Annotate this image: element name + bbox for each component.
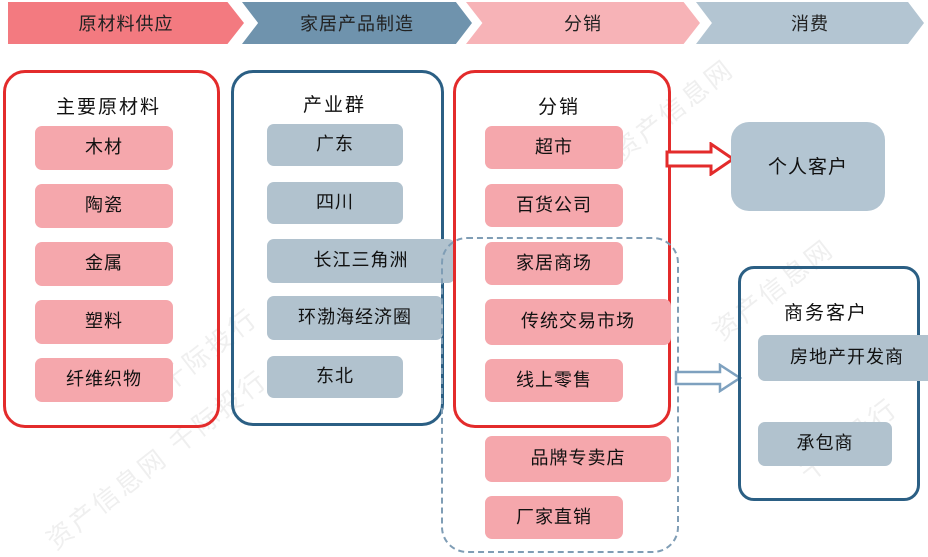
distribution-item: 超市 — [485, 126, 623, 169]
raw-material-item: 金属 — [35, 242, 173, 286]
business-customer-item: 承包商 — [758, 422, 892, 466]
distribution-item: 传统交易市场 — [485, 299, 671, 345]
chain-step-label: 消费 — [791, 14, 829, 35]
distribution-item: 线上零售 — [485, 359, 623, 402]
individual-customer-box: 个人客户 — [731, 122, 885, 211]
raw-material-item: 陶瓷 — [35, 184, 173, 228]
chain-step-consumption: 消费 — [696, 2, 924, 44]
business-customer-title: 商务客户 — [783, 302, 868, 324]
distribution-item: 百货公司 — [485, 184, 623, 227]
arrow-to-business-icon — [674, 363, 742, 393]
chain-step-manufacturing: 家居产品制造 — [242, 2, 472, 44]
chain-step-label: 家居产品制造 — [300, 14, 414, 35]
distribution-channel-group — [441, 237, 679, 553]
chain-step-label: 原材料供应 — [78, 14, 174, 35]
cluster-item: 四川 — [267, 182, 403, 224]
cluster-item: 东北 — [267, 356, 403, 398]
raw-materials-group — [3, 70, 220, 428]
cluster-item: 广东 — [267, 124, 403, 166]
raw-material-item: 塑料 — [35, 300, 173, 344]
chain-step-distribution: 分销 — [466, 2, 700, 44]
distribution-title: 分销 — [537, 96, 580, 118]
chain-step-raw-supply: 原材料供应 — [8, 2, 244, 44]
distribution-item: 家居商场 — [485, 242, 623, 285]
arrow-to-individual-icon — [665, 142, 735, 176]
cluster-item: 环渤海经济圈 — [267, 296, 443, 340]
business-customer-item: 房地产开发商 — [758, 335, 928, 381]
industrial-cluster-title: 产业群 — [302, 94, 366, 116]
raw-material-item: 木材 — [35, 126, 173, 170]
distribution-item: 厂家直销 — [485, 496, 623, 539]
raw-material-item: 纤维织物 — [35, 358, 173, 402]
chain-step-label: 分销 — [564, 14, 602, 35]
business-customer-group — [738, 266, 920, 501]
cluster-item: 长江三角洲 — [267, 239, 455, 283]
raw-materials-title: 主要原材料 — [55, 96, 161, 118]
distribution-item: 品牌专卖店 — [485, 436, 671, 482]
